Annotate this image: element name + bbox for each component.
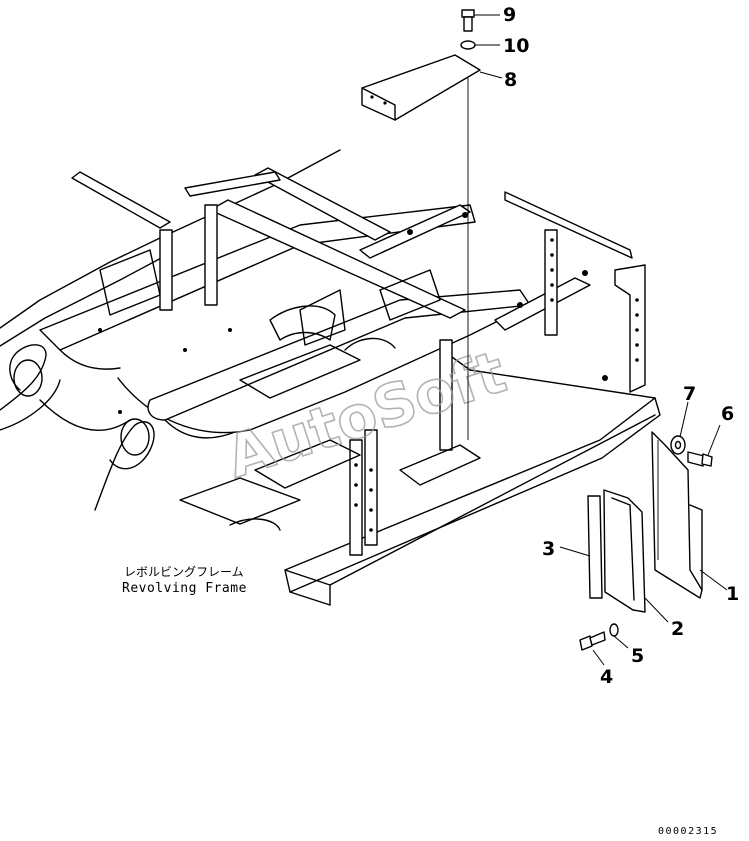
part-6-bolt bbox=[687, 451, 713, 467]
part-4-bolt bbox=[579, 631, 606, 651]
part-1-plate bbox=[651, 431, 703, 599]
side-cover-parts bbox=[579, 431, 713, 651]
callout-4: 4 bbox=[600, 666, 613, 688]
part-3-strip bbox=[587, 495, 603, 599]
callout-3: 3 bbox=[542, 538, 555, 560]
callout-5: 5 bbox=[631, 645, 644, 667]
callout-7: 7 bbox=[683, 383, 696, 405]
callout-2: 2 bbox=[671, 618, 684, 640]
callout-9: 9 bbox=[503, 4, 516, 26]
part-5-washer bbox=[609, 623, 619, 637]
part-8-cover-group bbox=[361, 9, 481, 440]
callout-10: 10 bbox=[503, 35, 529, 57]
callout-8: 8 bbox=[504, 69, 517, 91]
callout-6: 6 bbox=[721, 403, 734, 425]
callout-1: 1 bbox=[726, 583, 739, 605]
part-2-strip bbox=[603, 489, 646, 613]
frame-label-japanese: レボルビングフレーム bbox=[124, 565, 244, 579]
frame-label-english: Revolving Frame bbox=[122, 581, 247, 596]
leader-lines bbox=[474, 14, 728, 666]
revolving-frame bbox=[0, 149, 661, 606]
part-9-bolt bbox=[461, 9, 475, 32]
document-number: 00002315 bbox=[658, 826, 718, 837]
part-7-washer bbox=[670, 435, 686, 455]
part-10-washer bbox=[460, 40, 476, 50]
